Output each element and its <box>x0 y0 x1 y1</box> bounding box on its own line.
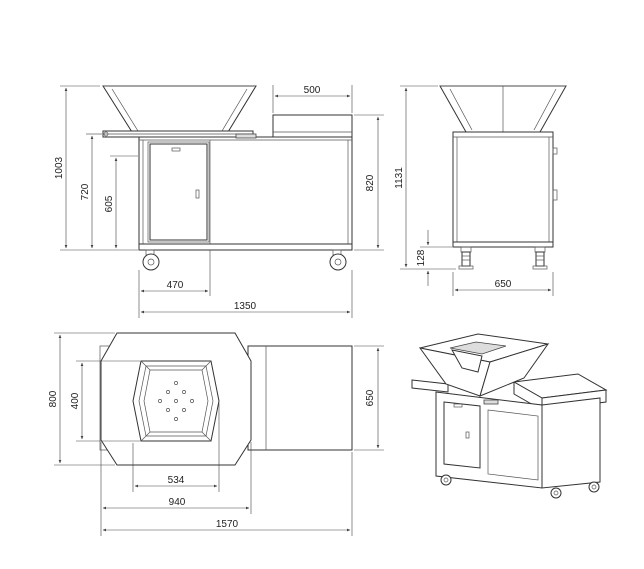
front-bowl <box>102 85 257 133</box>
dim-overall-height: 1003 <box>54 156 65 179</box>
side-left-wheel <box>458 246 474 270</box>
front-view: 1003 720 605 820 500 470 1350 <box>54 85 384 318</box>
dim-top-grate-depth: 400 <box>70 392 81 409</box>
iso-cabinet-door <box>443 401 481 469</box>
dim-side-overall-height: 1131 <box>394 167 405 189</box>
iso-body-side <box>541 397 601 489</box>
side-right-wheel <box>532 246 548 270</box>
top-cart-body <box>247 345 353 451</box>
dim-side-table-width: 500 <box>304 85 321 96</box>
front-cabinet-door <box>149 143 208 241</box>
isometric-view <box>411 333 608 499</box>
iso-wheel-2 <box>550 487 562 499</box>
side-body <box>452 131 554 246</box>
dim-top-cart-depth: 650 <box>365 389 376 406</box>
dim-top-overall-width: 1570 <box>216 519 239 530</box>
iso-wheel-1 <box>440 474 452 486</box>
top-view: 800 400 650 534 940 1570 <box>48 332 384 536</box>
dim-top-grate-width: 534 <box>168 475 185 486</box>
dim-wheel-height: 128 <box>416 249 427 266</box>
dim-side-table-height: 820 <box>365 174 376 191</box>
dim-side-depth: 650 <box>495 279 512 290</box>
iso-wheel-3 <box>588 481 600 493</box>
dim-cabinet-width: 470 <box>167 280 184 291</box>
dim-cabinet-height: 605 <box>104 195 115 212</box>
front-right-wheel <box>329 249 347 271</box>
iso-side-shelf <box>411 379 449 393</box>
dim-top-outer-depth: 800 <box>48 390 59 407</box>
dim-top-bowl-width: 940 <box>169 497 186 508</box>
dim-overall-width: 1350 <box>234 301 257 312</box>
top-grate <box>132 360 220 442</box>
front-side-table <box>272 114 353 138</box>
side-view: 1131 128 650 <box>394 85 567 296</box>
front-left-wheel <box>142 249 160 271</box>
dim-table-height: 720 <box>80 183 91 200</box>
